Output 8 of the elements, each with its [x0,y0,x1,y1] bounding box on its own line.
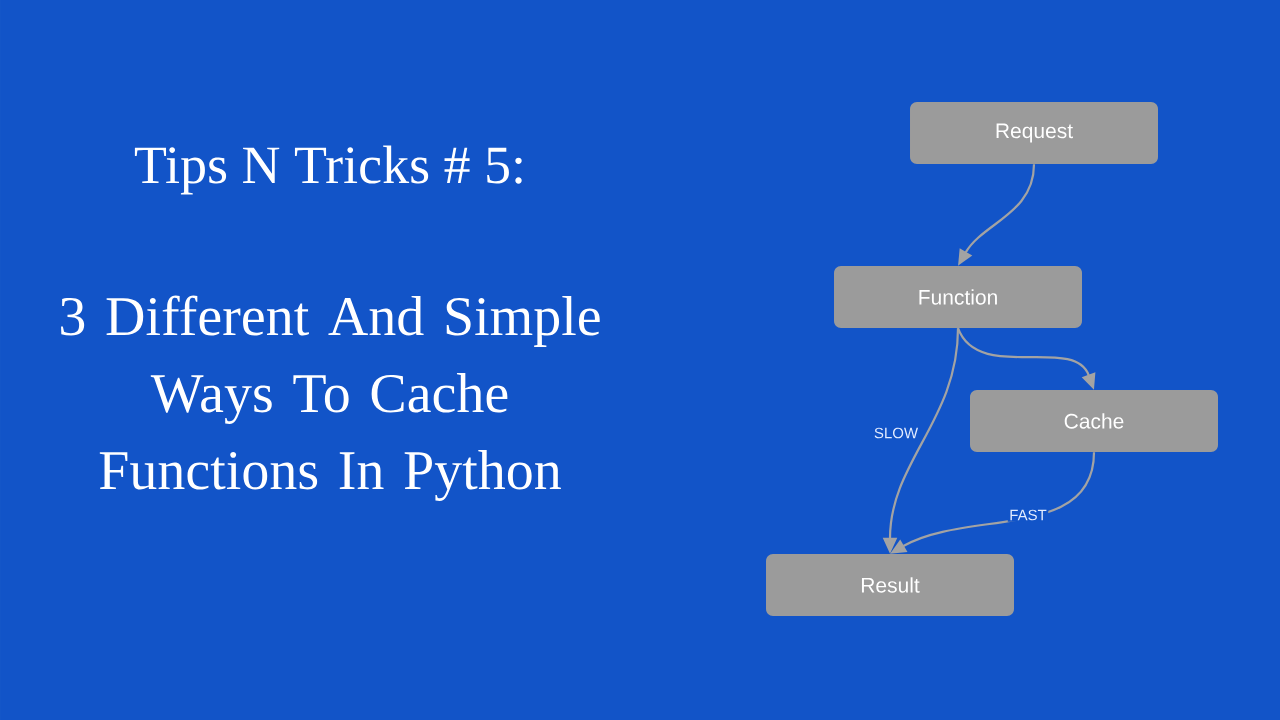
edge-label: FAST [1007,508,1049,522]
process-box: Request [910,102,1158,164]
process-box: Function [834,266,1082,328]
title: Tips N Tricks # 5: [134,145,522,195]
edge-label: SLOW [872,426,920,440]
process-box: Cache [970,390,1218,452]
process-box: Result [766,554,1014,616]
subtitle: 3 Different And Simple Ways To Cache Functions In Python [61,295,600,502]
